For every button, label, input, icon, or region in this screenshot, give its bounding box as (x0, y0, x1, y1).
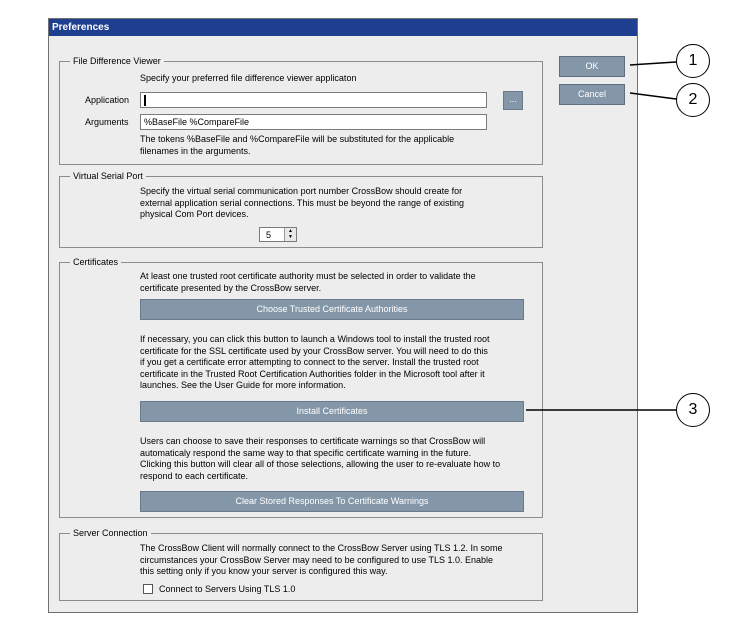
browse-button[interactable]: ... (503, 91, 523, 110)
install-certificates-button[interactable]: Install Certificates (140, 401, 524, 422)
choose-authorities-button[interactable]: Choose Trusted Certificate Authorities (140, 299, 524, 320)
arguments-label: Arguments (85, 117, 129, 127)
serial-port-group: Virtual Serial Port Specify the virtual … (59, 170, 543, 248)
port-number-stepper[interactable]: 5 ▲ ▼ (259, 227, 297, 242)
preferences-dialog: Preferences File Difference Viewer Speci… (48, 18, 638, 613)
callout-2: 2 (676, 83, 710, 117)
callout-3: 3 (676, 393, 710, 427)
server-connection-legend: Server Connection (70, 527, 151, 539)
file-diff-group: File Difference Viewer Specify your pref… (59, 55, 543, 165)
text-caret (144, 95, 146, 106)
arguments-input[interactable]: %BaseFile %CompareFile (140, 114, 487, 130)
application-label: Application (85, 95, 130, 105)
port-number-value: 5 (266, 230, 272, 240)
application-input[interactable] (140, 92, 487, 108)
serial-port-description: Specify the virtual serial communication… (140, 186, 465, 219)
stepper-down-icon[interactable]: ▼ (288, 234, 293, 240)
serial-port-legend: Virtual Serial Port (70, 170, 146, 182)
server-connection-group: Server Connection The CrossBow Client wi… (59, 527, 543, 601)
cancel-button[interactable]: Cancel (559, 84, 625, 105)
certificates-intro: At least one trusted root certificate au… (140, 271, 476, 293)
clear-help-text: Users can choose to save their responses… (140, 436, 501, 481)
ok-button[interactable]: OK (559, 56, 625, 77)
clear-stored-responses-button[interactable]: Clear Stored Responses To Certificate Wa… (140, 491, 524, 512)
arguments-note: The tokens %BaseFile and %CompareFile wi… (140, 134, 455, 156)
stepper-up-icon[interactable]: ▲ (288, 228, 293, 234)
server-connection-description: The CrossBow Client will normally connec… (140, 543, 503, 576)
stepper-arrows[interactable]: ▲ ▼ (284, 228, 296, 241)
certificates-legend: Certificates (70, 256, 122, 268)
file-diff-description: Specify your preferred file difference v… (140, 73, 357, 83)
dialog-title: Preferences (49, 19, 637, 36)
file-diff-legend: File Difference Viewer (70, 55, 164, 67)
install-help-text: If necessary, you can click this button … (140, 334, 490, 390)
tls-checkbox-label[interactable]: Connect to Servers Using TLS 1.0 (159, 584, 296, 594)
callout-1: 1 (676, 44, 710, 78)
certificates-group: Certificates At least one trusted root c… (59, 256, 543, 518)
tls-checkbox[interactable] (143, 584, 153, 594)
